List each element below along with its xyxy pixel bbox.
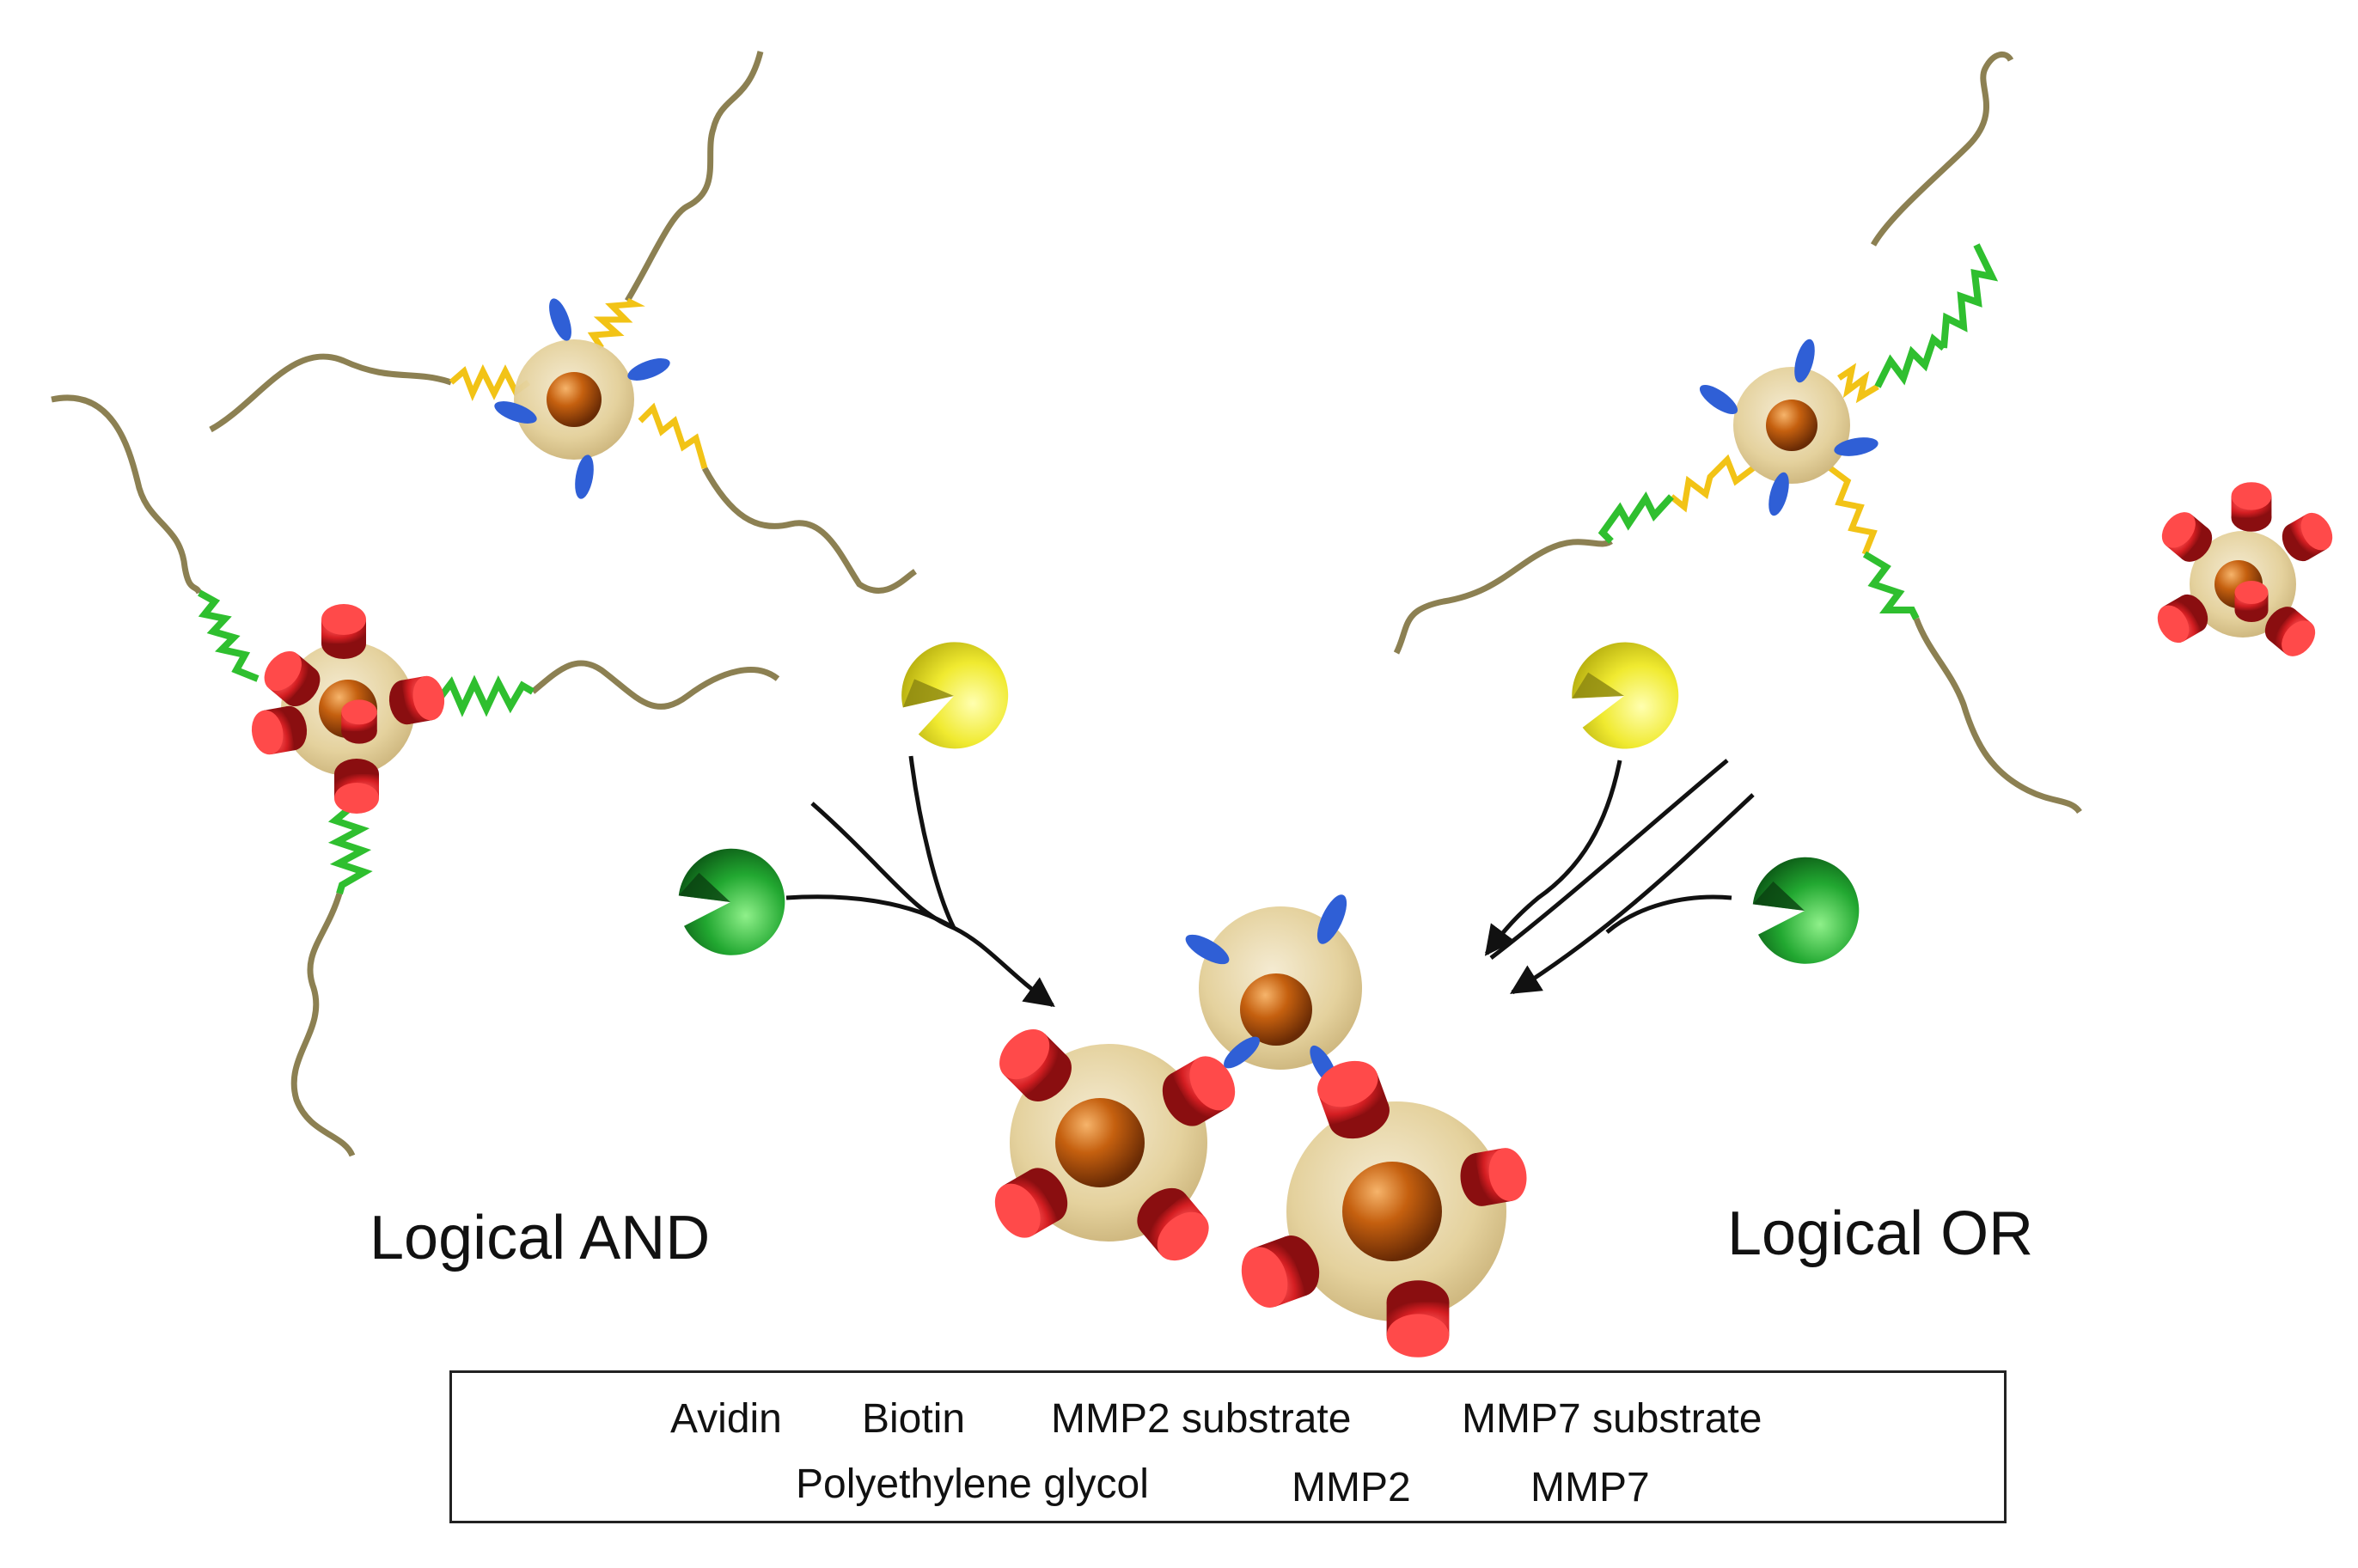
and-upper-particle	[209, 51, 918, 594]
aggregate-cluster	[986, 890, 1531, 1358]
legend-mmp2-label: MMP2	[1292, 1465, 1411, 1510]
and-lower-particle	[51, 394, 780, 1157]
logical-and-label: Logical AND	[370, 1204, 711, 1272]
or-avidin-particle	[2151, 482, 2339, 663]
or-mmp7-enzyme-icon	[1746, 848, 1868, 973]
or-mmp2-enzyme-icon	[1559, 627, 1694, 764]
legend-biotin-label: Biotin	[862, 1396, 966, 1442]
or-particle	[1393, 52, 2082, 815]
and-mmp2-enzyme-icon	[883, 622, 1028, 767]
legend-avidin-label: Avidin	[670, 1396, 782, 1442]
and-mmp7-enzyme-icon	[672, 839, 794, 964]
legend-mmp2-substrate-label: MMP2 substrate	[1051, 1396, 1352, 1442]
or-arrows	[1484, 759, 1755, 995]
and-arrows	[785, 755, 1055, 1008]
logical-or-label: Logical OR	[1727, 1199, 2034, 1268]
legend-mmp7-substrate-label: MMP7 substrate	[1462, 1396, 1762, 1442]
legend-box: Avidin Biotin MMP2 substrate MMP7 substr…	[449, 1370, 2007, 1523]
legend-mmp7-label: MMP7	[1530, 1465, 1650, 1510]
legend-peg-label: Polyethylene glycol	[796, 1461, 1149, 1507]
